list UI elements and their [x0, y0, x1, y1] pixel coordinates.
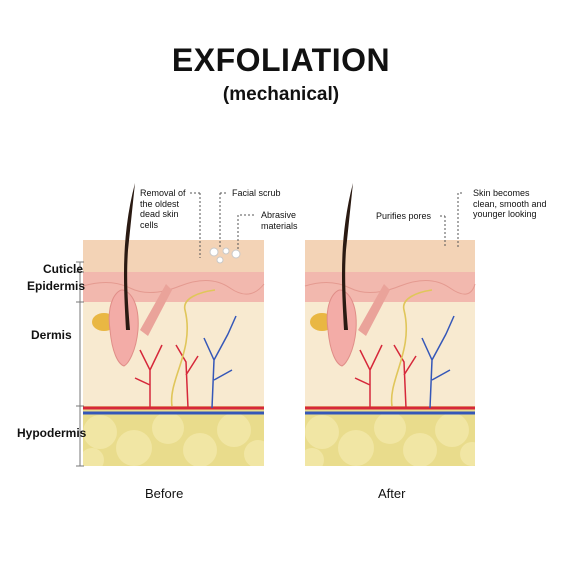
- skin-result-annotation: Skin becomes clean, smooth and younger l…: [473, 188, 547, 220]
- removal-line-1: Removal of: [140, 188, 186, 198]
- dermis-label: Dermis: [31, 328, 72, 342]
- after-caption: After: [378, 486, 406, 501]
- before-nerve: [170, 289, 216, 407]
- facial-scrub-annotation: Facial scrub: [232, 188, 281, 198]
- before-capillary-red-2: [175, 344, 199, 409]
- purifies-pores-annotation: Purifies pores: [376, 211, 432, 221]
- abrasive-annotation: Abrasive materials: [261, 210, 298, 231]
- before-fat-cells: [83, 412, 264, 466]
- abrasive-line-2: materials: [261, 220, 298, 231]
- after-epidermis-layer: [305, 272, 475, 302]
- abrasive-line-1: Abrasive: [261, 210, 297, 220]
- before-hair-follicle: [108, 289, 139, 367]
- after-arrector-muscle: [358, 284, 390, 336]
- after-fat-cells: [305, 412, 475, 466]
- removal-line-2: the oldest: [140, 198, 180, 209]
- after-hair: [341, 183, 353, 330]
- after-capillary-blue: [421, 315, 455, 409]
- after-nerve: [390, 289, 433, 407]
- before-caption: Before: [145, 486, 184, 501]
- hypodermis-label: Hypodermis: [17, 426, 87, 440]
- removal-line-3: dead skin: [140, 209, 179, 219]
- removal-annotation: Removal of the oldest dead skin cells: [140, 188, 186, 230]
- skin-result-line-1: Skin becomes: [473, 188, 530, 198]
- after-skin-panel: [304, 183, 476, 466]
- after-cuticle-layer: [305, 240, 475, 272]
- after-capillary-red: [354, 344, 383, 408]
- before-hair: [123, 183, 135, 330]
- diagram-title: EXFOLIATION: [171, 42, 391, 78]
- skin-result-line-2: clean, smooth and: [473, 198, 547, 209]
- cuticle-label: Cuticle: [43, 262, 84, 276]
- scrub-granule: [209, 247, 219, 257]
- skin-result-line-3: younger looking: [473, 209, 537, 219]
- before-capillary-red: [134, 344, 163, 408]
- diagram-subtitle: (mechanical): [222, 84, 340, 105]
- before-arrector-muscle: [140, 284, 172, 336]
- before-skin-panel: [82, 183, 265, 466]
- epidermis-label: Epidermis: [27, 279, 86, 293]
- before-epidermis-layer: [83, 272, 264, 302]
- after-capillary-red-2: [393, 344, 417, 409]
- before-capillary-blue: [203, 315, 237, 409]
- removal-line-4: cells: [140, 219, 159, 230]
- after-hair-follicle: [326, 289, 357, 367]
- layer-bracket: [76, 261, 84, 467]
